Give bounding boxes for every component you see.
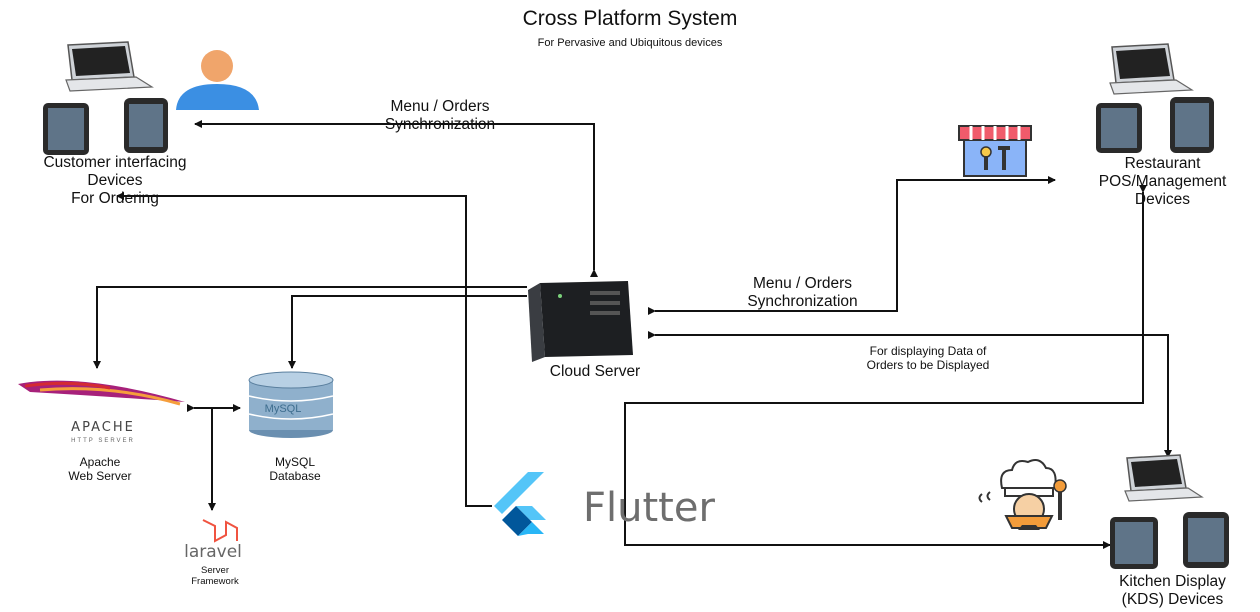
kds-tablet-icon [1110,517,1158,569]
laravel-label-line1: Server [201,565,229,576]
restaurant-devices-label: Restaurant POS/Management Devices [1070,155,1255,208]
flutter-logo-icon [494,472,546,536]
laravel-label: Server Framework [165,565,265,588]
customer-label-line1: Customer interfacing [43,154,187,171]
diagram-subtitle: For Pervasive and Ubiquitous devices [537,37,723,49]
mysql-label-line1: MySQL [274,455,315,469]
flutter-logo-text: Flutter [583,485,715,531]
kds-display-line1: For displaying Data of [869,344,987,358]
apache-label-line1: Apache [79,455,121,469]
restaurant-sync-line2: Synchronization [747,292,858,310]
customer-sync-line2: Synchronization [384,115,496,133]
restaurant-sync-label: Menu / Orders Synchronization [715,275,890,311]
customer-devices-label: Customer interfacing Devices For Orderin… [0,154,230,207]
apache-logo-text: APACHE [71,420,135,435]
customer-sync-label: Menu / Orders Synchronization [355,98,525,134]
customer-sync-line1: Menu / Orders [390,98,490,115]
apache-feather-icon [18,380,185,406]
restaurant-label-line1: Restaurant [1124,155,1201,172]
kds-display-label: For displaying Data of Orders to be Disp… [823,344,1033,373]
store-icon [958,125,1032,177]
apache-logo-subtext: HTTP SERVER [71,438,135,444]
edge-cloud-restaurant-sync [648,176,1056,315]
restaurant-sync-line1: Menu / Orders [752,275,853,292]
mysql-label: MySQL Database [240,455,350,484]
mysql-logo-text: MySQL [265,403,302,415]
customer-label-line2: Devices [87,171,143,189]
laptop-icon [65,41,154,92]
cloud-server-label: Cloud Server [549,363,641,380]
edge-cloud-apache [93,286,527,369]
restaurant-label-line2: POS/Management [1098,172,1227,190]
edge-cloud-mysql [288,295,527,369]
apache-label: Apache Web Server [40,455,160,484]
kitchen-label-line1: Kitchen Display [1119,573,1226,590]
pos-tablet-icon [1096,103,1142,153]
mysql-label-line2: Database [269,468,321,483]
kitchen-display-label: Kitchen Display (KDS) Devices [1085,573,1260,609]
server-icon [528,281,633,362]
customer-label-line3: For Ordering [71,189,159,207]
edge-flutter-customer [116,192,492,507]
laravel-logo-text: laravel [184,542,242,562]
edge-cloud-customer-sync [194,120,598,277]
pos-phone-icon [1170,97,1214,153]
tablet-icon [43,103,89,155]
restaurant-label-line3: Devices [1134,190,1191,208]
kds-laptop-icon [1124,454,1204,502]
diagram-title: Cross Platform System [522,7,738,30]
edge-restaurant-kitchen [624,185,1147,549]
mysql-database-icon [248,371,334,438]
phone-icon [124,98,168,153]
kds-display-line2: Orders to be Displayed [866,357,990,372]
apache-label-line2: Web Server [68,468,132,483]
kitchen-label-line2: (KDS) Devices [1121,590,1224,608]
edge-cloud-kitchen [648,331,1172,458]
person-icon [176,50,259,110]
pos-laptop-icon [1109,43,1194,95]
chef-icon [978,459,1067,530]
laravel-logo-icon [202,519,238,543]
laravel-label-line2: Framework [191,575,239,587]
kds-phone-icon [1183,512,1229,568]
